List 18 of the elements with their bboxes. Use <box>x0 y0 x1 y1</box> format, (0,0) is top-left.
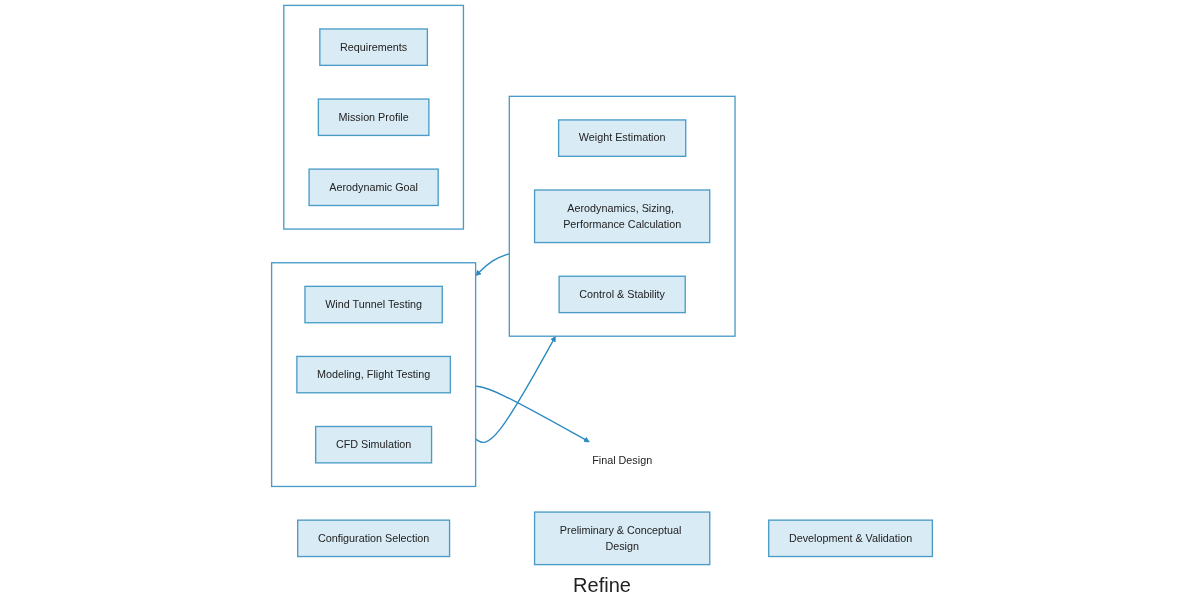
node-box: Development & Validation <box>768 519 934 558</box>
node-box: Aerodynamic Goal <box>308 168 439 207</box>
cluster <box>283 4 465 230</box>
node-box: Preliminary & Conceptual Design <box>533 511 711 566</box>
arrow <box>475 253 510 276</box>
node-box: Mission Profile <box>317 98 430 137</box>
cluster <box>270 262 477 488</box>
node-box: Aerodynamics, Sizing, Performance Calculation <box>533 189 711 244</box>
node-text: Final Design <box>592 454 653 466</box>
note-text: Refine <box>573 574 631 596</box>
cluster <box>508 95 736 337</box>
node-box: Modeling, Flight Testing <box>296 355 452 394</box>
node-box: Requirements <box>319 28 429 67</box>
node-box: Wind Tunnel Testing <box>304 285 443 324</box>
node-box: Control & Stability <box>558 275 686 314</box>
node-box: Configuration Selection <box>297 519 451 558</box>
node-box: Weight Estimation <box>557 119 687 157</box>
node-box: CFD Simulation <box>315 425 433 464</box>
